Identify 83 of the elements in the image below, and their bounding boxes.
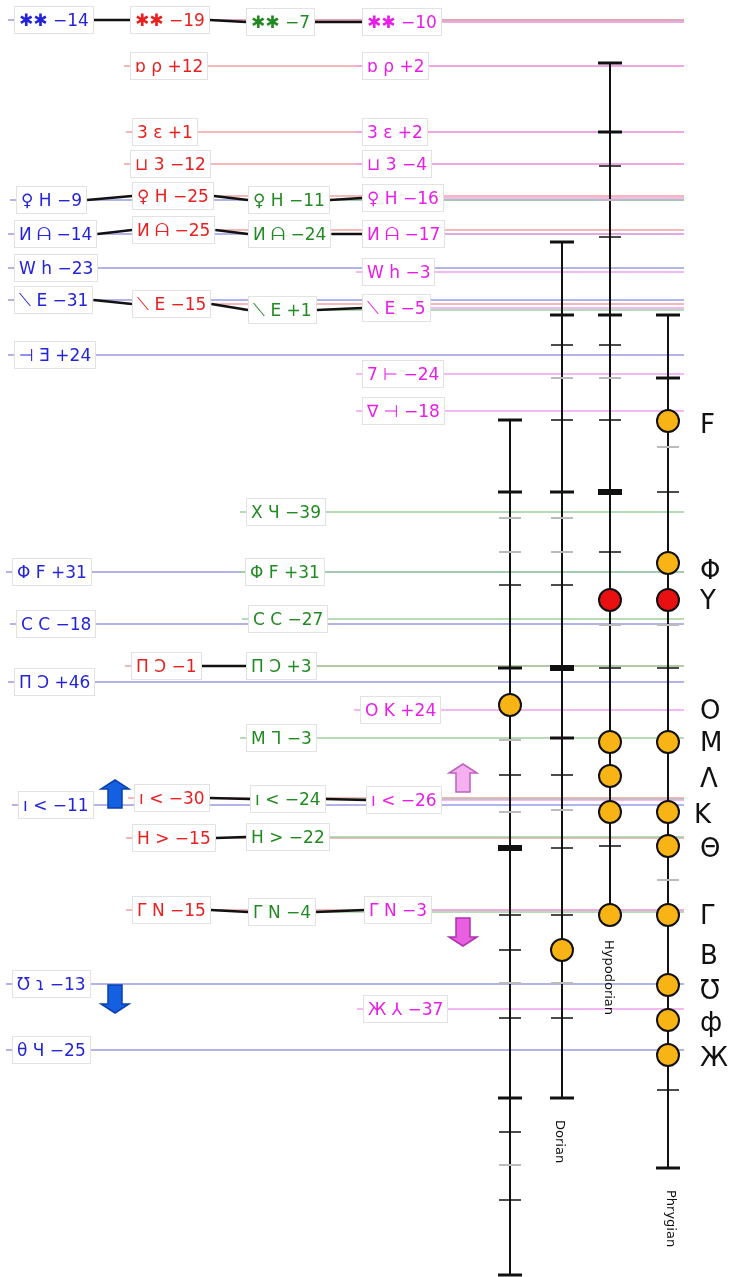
notation-label: Γ N −15: [132, 896, 211, 924]
notation-label: C C −27: [248, 605, 329, 633]
notation-label: ♀ H −9: [16, 186, 88, 214]
notation-label: ✱✱ −10: [362, 8, 442, 36]
connector-line: [97, 228, 133, 236]
note-letter: Λ: [700, 764, 718, 792]
connector-line: [316, 306, 363, 312]
connector-line: [93, 298, 133, 306]
note-letter: Φ: [700, 556, 721, 584]
note-letter: B: [700, 941, 718, 969]
notation-label: θ Ч −25: [12, 1036, 91, 1064]
mode-name: Phrygian: [664, 1190, 679, 1248]
notation-label: И ᗩ −14: [14, 220, 98, 248]
connector-line: [93, 18, 130, 22]
connector-line: [325, 797, 367, 802]
notation-label: ⟍ E −15: [132, 290, 212, 318]
notation-label: ⊔ 3 −12: [130, 150, 211, 178]
notation-label: Π Ͻ +3: [246, 652, 317, 680]
connector-line: [87, 194, 133, 202]
notation-label: ⊔ 3 −4: [362, 150, 432, 178]
notation-label: Π Ͻ −1: [131, 652, 202, 680]
connector-line: [331, 232, 362, 236]
notation-label: И ᗩ −25: [132, 216, 216, 244]
note-letter: Ʊ: [700, 976, 720, 1004]
connector-line: [209, 796, 251, 801]
notation-label: ı < −24: [250, 785, 326, 813]
notation-label: X Ч −39: [246, 498, 326, 526]
notation-label: H > −22: [246, 823, 330, 851]
notation-label: H > −15: [132, 824, 216, 852]
notation-label: M ᒣ −3: [246, 724, 317, 752]
connector-line: [201, 664, 246, 668]
notation-label: Φ F +31: [245, 558, 325, 586]
notation-label: C C −18: [16, 610, 97, 638]
note-letter: Y: [700, 586, 716, 614]
notation-label: ⟍ E +1: [248, 296, 317, 324]
note-letter: M: [700, 728, 723, 756]
notation-label: 7 ⊢ −24: [362, 360, 445, 388]
notation-label: ⟍ E −5: [362, 294, 431, 322]
notation-label: W h −23: [14, 254, 99, 282]
note-letter: Ж: [700, 1043, 728, 1071]
connector-line: [215, 835, 247, 840]
notation-label: Γ N −4: [248, 898, 317, 926]
connector-line: [209, 18, 247, 24]
notation-label: Ж ⅄ −37: [363, 995, 449, 1023]
notation-label: 3 ɛ +2: [362, 118, 428, 146]
notation-label: ♀ H −25: [132, 182, 214, 210]
mode-name: Dorian: [553, 1120, 568, 1164]
notation-label: ♀ H −16: [362, 184, 444, 212]
connector-line: [314, 20, 362, 24]
notation-label: ✱✱ −19: [130, 6, 210, 34]
note-letter: ф: [700, 1008, 723, 1036]
notation-label: ɒ ρ +2: [362, 52, 430, 80]
connector-line: [213, 194, 249, 202]
notation-label: Φ F +31: [12, 558, 92, 586]
note-letter: K: [694, 800, 712, 828]
notation-label: ɒ ρ +12: [130, 52, 209, 80]
notation-label: ı < −26: [366, 786, 442, 814]
notation-label: ⊣ Ǝ +24: [14, 341, 97, 369]
connector-line: [211, 302, 249, 312]
note-letter: Θ: [700, 834, 721, 862]
notation-label: ♀ H −11: [248, 186, 330, 214]
notation-label: Γ N −3: [364, 896, 433, 924]
notation-label: W h −3: [362, 258, 436, 286]
note-letter: Γ: [700, 901, 715, 929]
connector-line: [210, 908, 249, 914]
notation-label: ı < −11: [18, 791, 94, 819]
notation-label: ✱✱ −14: [14, 6, 94, 34]
notation-label: И ᗩ −17: [362, 220, 446, 248]
notation-label: И ᗩ −24: [248, 220, 332, 248]
note-letter: F: [700, 410, 715, 438]
notation-label: Π Ͻ +46: [14, 668, 96, 696]
connector-line: [316, 908, 365, 914]
notation-label: Ʊ ɿ −13: [12, 970, 91, 998]
connector-line: [329, 196, 363, 202]
notation-label: ⟍ E −31: [14, 286, 94, 314]
notation-label: ✱✱ −7: [246, 8, 315, 36]
notation-label: ∇ ⊣ −18: [362, 397, 445, 425]
notation-label: O K +24: [360, 696, 442, 724]
mode-name: Hypodorian: [602, 940, 617, 1016]
note-letter: O: [700, 696, 721, 724]
notation-label: ı < −30: [134, 784, 210, 812]
notation-label: 3 ɛ +1: [132, 118, 198, 146]
connector-line: [215, 228, 249, 236]
